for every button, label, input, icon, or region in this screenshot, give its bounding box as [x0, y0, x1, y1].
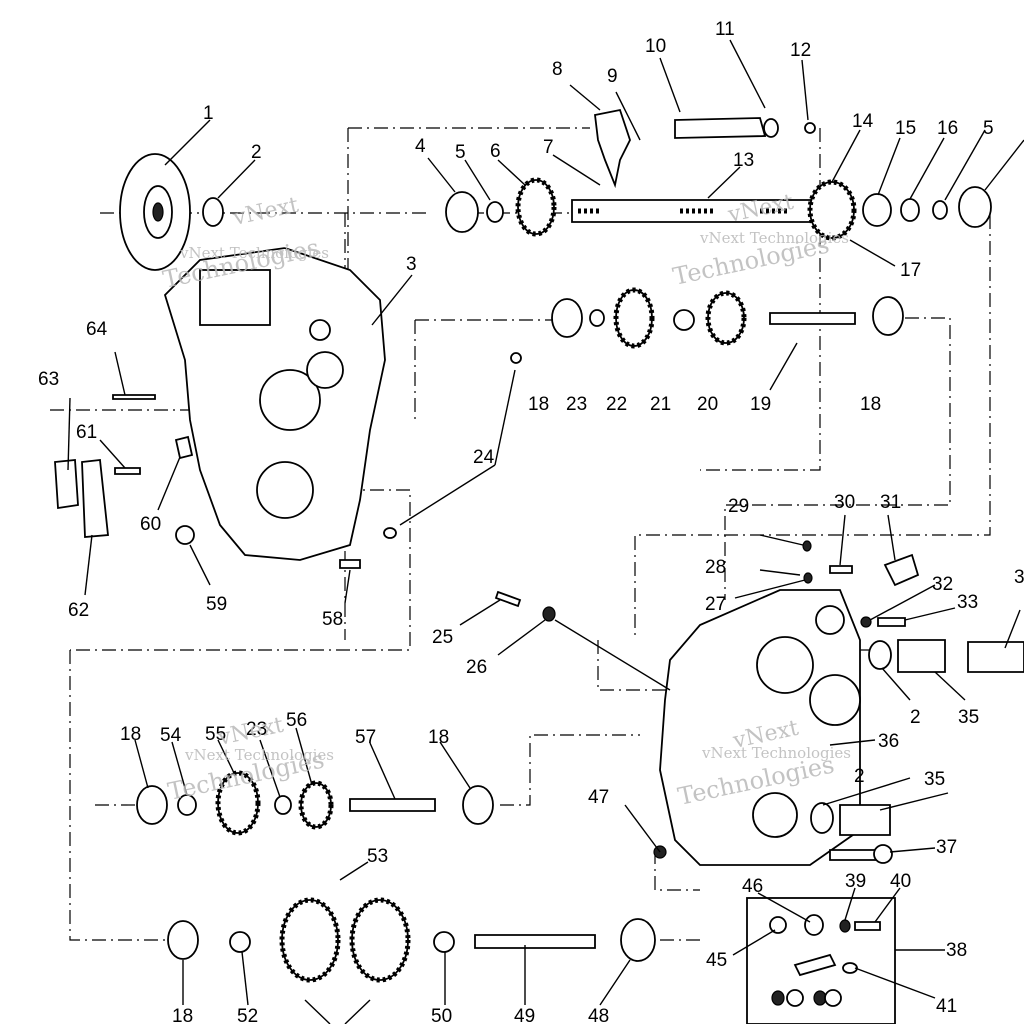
callout-50: 50	[431, 1006, 452, 1024]
callout-11: 11	[715, 19, 735, 40]
callout-26: 26	[466, 657, 487, 678]
callout-18a: 18	[528, 394, 549, 415]
callout-33: 33	[957, 592, 978, 613]
callout-27: 27	[705, 594, 726, 615]
callout-6: 6	[490, 141, 501, 162]
callout-20: 20	[697, 394, 718, 415]
callout-46: 46	[742, 876, 763, 897]
watermark-4b: vNext Technologies	[701, 744, 851, 762]
watermark-1a: vNext	[230, 193, 301, 231]
watermark-1b: vNext Technologies	[179, 244, 329, 262]
callout-10: 10	[645, 36, 666, 57]
watermark-3b: vNext Technologies	[184, 746, 334, 764]
callout-18c: 18	[120, 724, 141, 745]
callout-49: 49	[514, 1006, 535, 1024]
callout-24: 24	[473, 447, 495, 468]
callout-32: 32	[932, 574, 953, 595]
callout-7: 7	[543, 137, 554, 158]
callout-5b: 5	[983, 118, 994, 139]
callout-48: 48	[588, 1006, 609, 1024]
callout-28: 28	[705, 557, 726, 578]
callout-40: 40	[890, 871, 911, 892]
callout-18e: 18	[172, 1006, 193, 1024]
callout-22: 22	[606, 394, 627, 415]
callout-37: 37	[936, 837, 957, 858]
callout-53: 53	[367, 846, 388, 867]
callout-23a: 23	[566, 394, 587, 415]
callout-52: 52	[237, 1006, 258, 1024]
callout-38: 38	[946, 940, 967, 961]
callout-30: 30	[834, 492, 855, 513]
callout-3b: 3	[1014, 567, 1024, 588]
callout-1: 1	[203, 103, 214, 124]
callout-2b: 2	[910, 707, 921, 728]
callout-59: 59	[206, 594, 227, 615]
callout-35a: 35	[958, 707, 979, 728]
callout-62: 62	[68, 600, 89, 621]
callout-5: 5	[455, 142, 466, 163]
callout-39: 39	[845, 871, 866, 892]
callout-18b: 18	[860, 394, 881, 415]
callout-labels: 1 2 3 4 5 6 7 8 9 10 11 12 13 14 15 16 5…	[38, 19, 1024, 1024]
callout-9: 9	[607, 66, 618, 87]
callout-56: 56	[286, 710, 307, 731]
callout-57: 57	[355, 727, 376, 748]
callout-2: 2	[251, 142, 262, 163]
callout-17: 17	[900, 260, 921, 281]
callout-63: 63	[38, 369, 59, 390]
callout-23b: 23	[246, 719, 267, 740]
callout-35b: 35	[924, 769, 945, 790]
callout-15: 15	[895, 118, 916, 139]
callout-13: 13	[733, 150, 754, 171]
callout-16: 16	[937, 118, 958, 139]
callout-45: 45	[706, 950, 727, 971]
callout-18d: 18	[428, 727, 449, 748]
callout-54: 54	[160, 725, 182, 746]
callout-58: 58	[322, 609, 343, 630]
part-drawings	[54, 108, 1024, 1024]
callout-3: 3	[406, 254, 417, 275]
callout-4: 4	[415, 136, 426, 157]
callout-14: 14	[852, 111, 874, 132]
callout-64: 64	[86, 319, 108, 340]
callout-8: 8	[552, 59, 563, 80]
callout-61: 61	[76, 422, 97, 443]
callout-55: 55	[205, 724, 226, 745]
callout-41: 41	[936, 996, 957, 1017]
callout-47: 47	[588, 787, 609, 808]
callout-21: 21	[650, 394, 671, 415]
callout-25: 25	[432, 627, 453, 648]
callout-60: 60	[140, 514, 161, 535]
leader-lines	[67, 39, 1024, 1024]
callout-19: 19	[750, 394, 771, 415]
callout-12: 12	[790, 40, 811, 61]
callout-36: 36	[878, 731, 899, 752]
callout-2c: 2	[854, 766, 865, 787]
callout-29: 29	[728, 496, 749, 517]
callout-31: 31	[880, 492, 901, 513]
watermark-2b: vNext Technologies	[699, 229, 849, 247]
